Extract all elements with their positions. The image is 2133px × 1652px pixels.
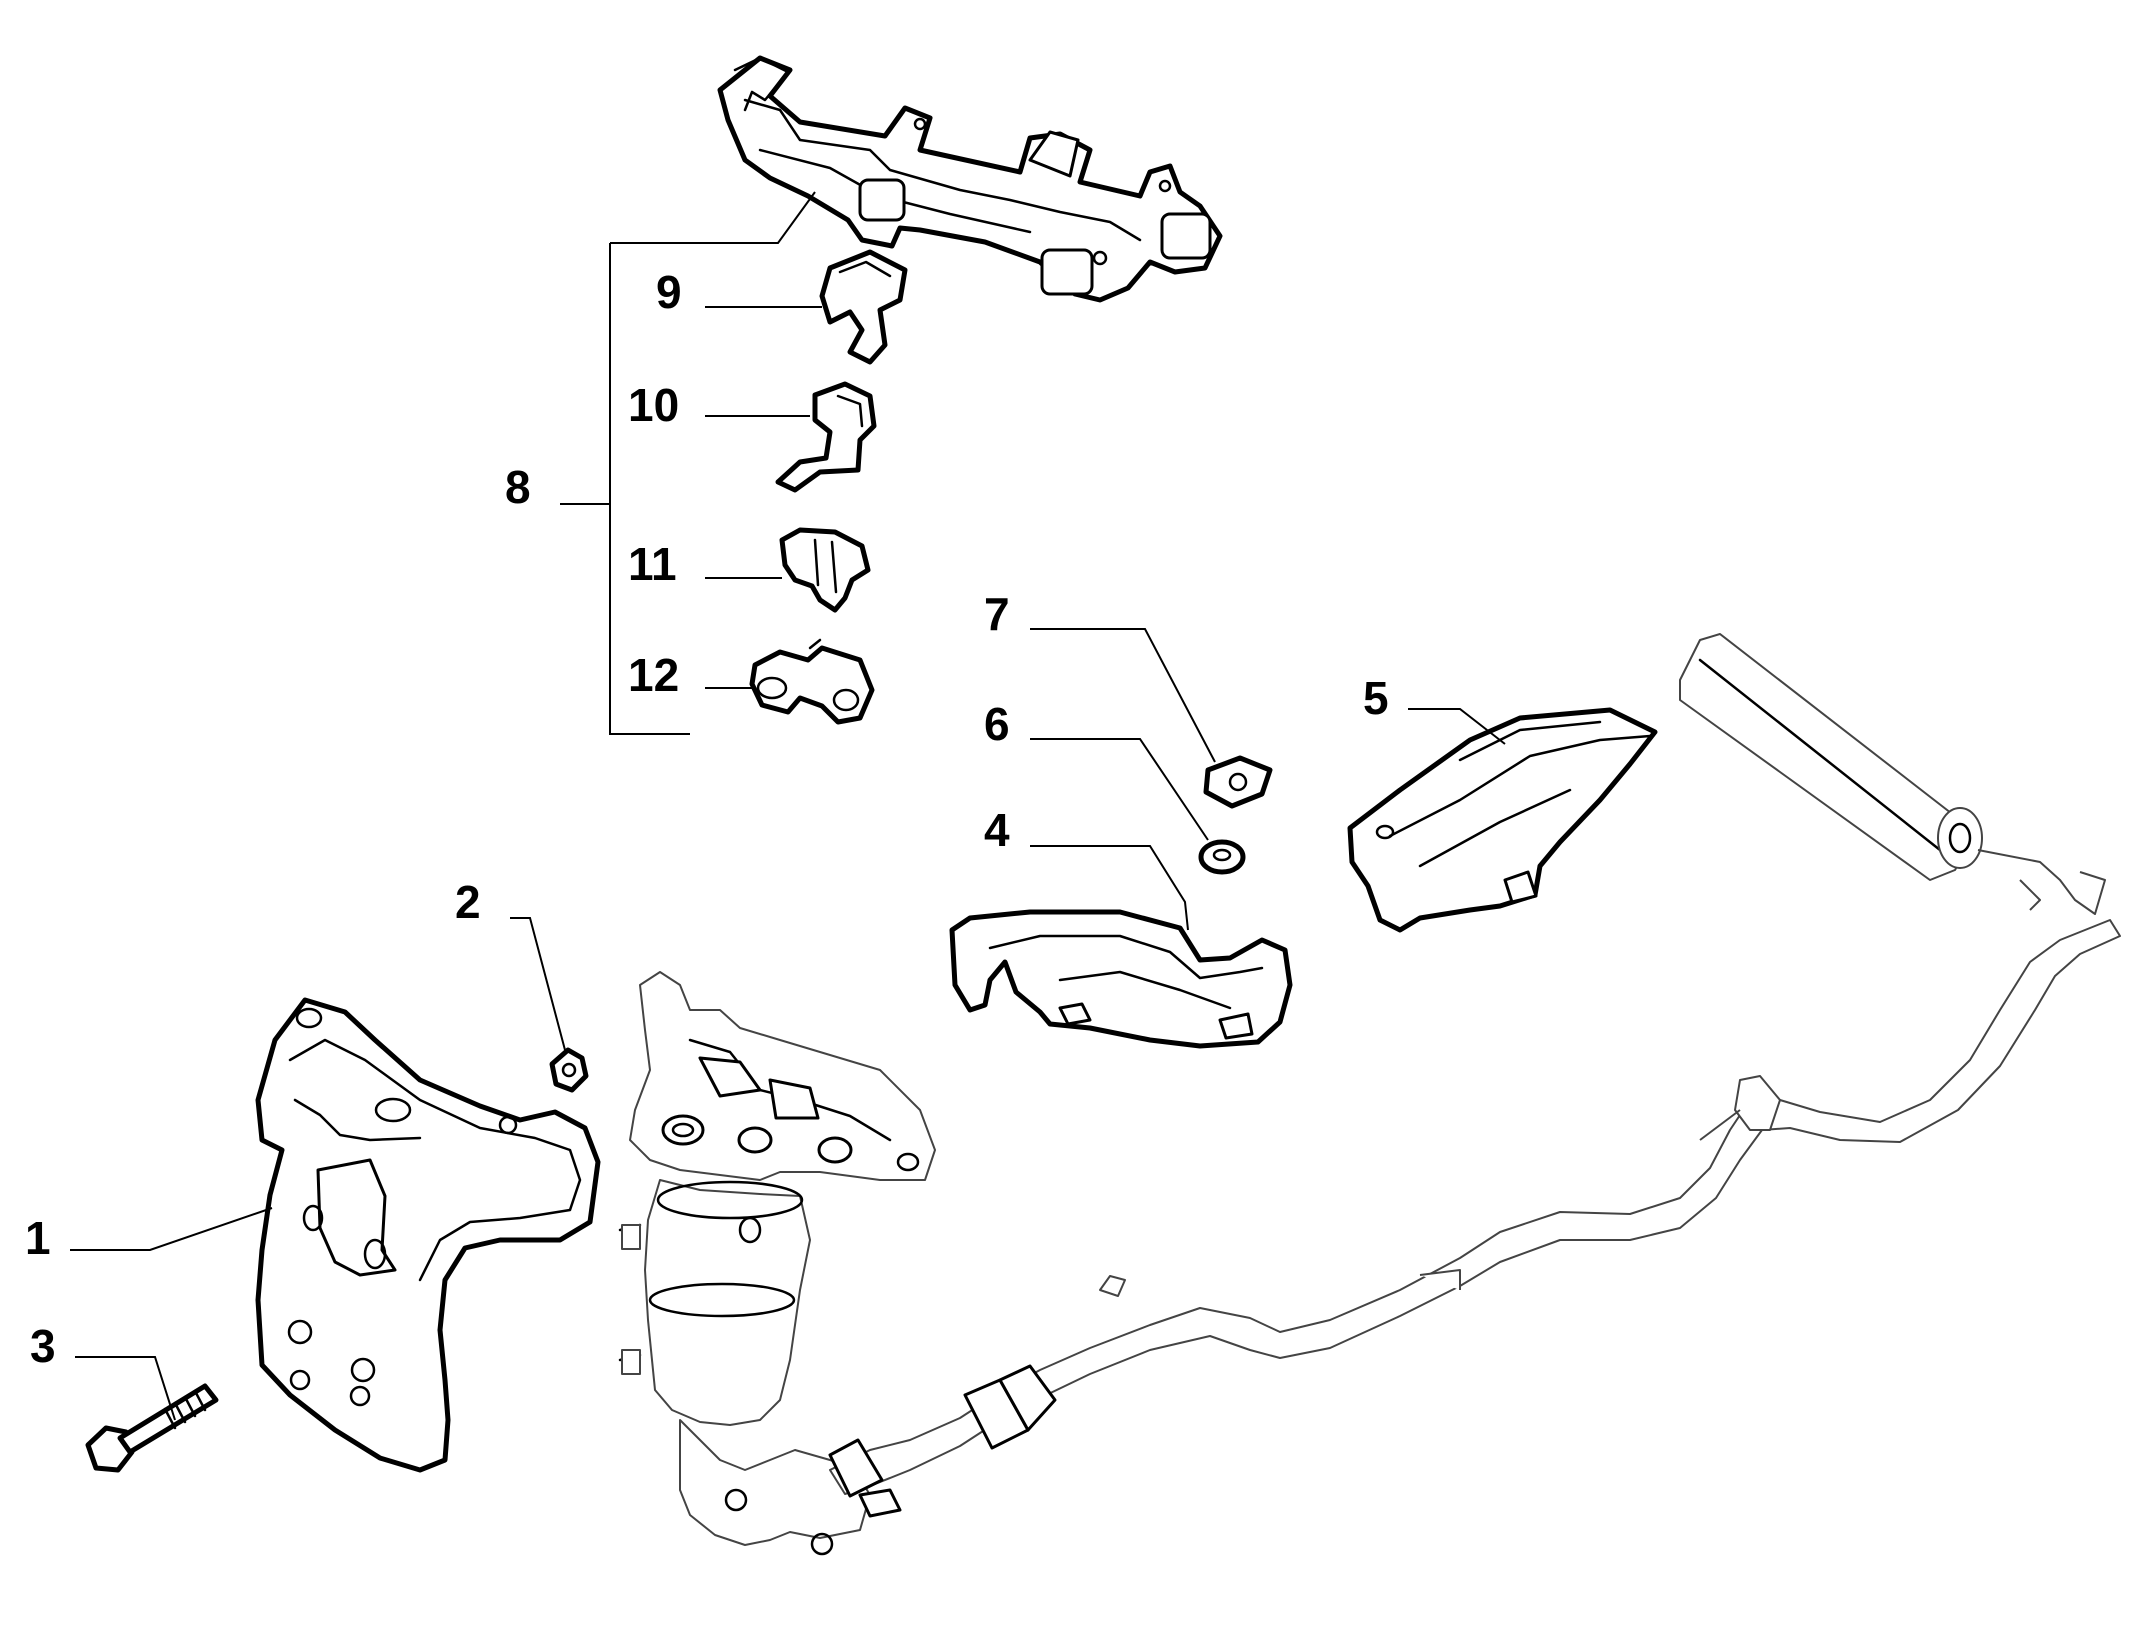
clip-nut-7 [1203, 755, 1273, 809]
callout-labels: 1 2 3 4 5 6 7 8 9 10 11 12 [25, 266, 1389, 1372]
callout-10: 10 [628, 379, 679, 431]
callout-8: 8 [505, 461, 531, 513]
callout-4: 4 [984, 804, 1010, 856]
harness-bracket [717, 55, 1223, 303]
nut-2 [549, 1047, 589, 1093]
callout-7: 7 [984, 588, 1010, 640]
exhaust-manifold-catalyst [618, 971, 936, 1556]
callout-12: 12 [628, 649, 679, 701]
callout-5: 5 [1363, 672, 1389, 724]
callout-9: 9 [656, 266, 682, 318]
callout-3: 3 [30, 1320, 56, 1372]
washer-6 [1198, 839, 1246, 875]
callout-1: 1 [25, 1212, 51, 1264]
callout-6: 6 [984, 698, 1010, 750]
clip-10 [775, 381, 877, 493]
callout-11: 11 [628, 538, 677, 590]
connector-11 [779, 527, 871, 613]
heat-shield-5 [1347, 707, 1658, 933]
clip-9 [819, 249, 908, 365]
leader-lines [70, 191, 1506, 1421]
bolt-3 [85, 1383, 219, 1473]
heat-shield-4 [949, 909, 1293, 1049]
heat-shield-1 [255, 997, 601, 1473]
callout-2: 2 [455, 876, 481, 928]
clip-12 [749, 638, 875, 725]
exhaust-pipe-muffler [828, 633, 2121, 1518]
